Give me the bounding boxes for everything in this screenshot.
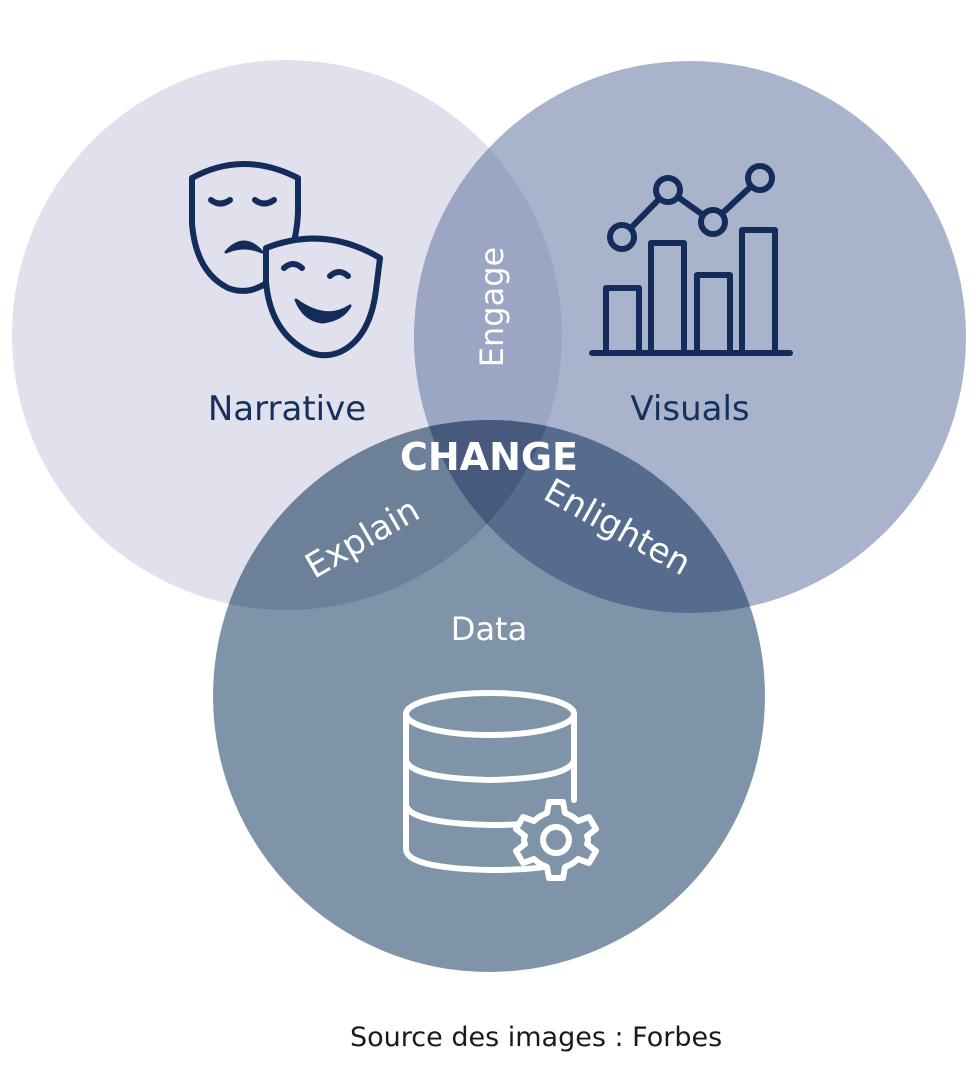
- overlap-narrative-data: [213, 420, 562, 610]
- label-engage: Engage: [473, 247, 511, 367]
- label-data: Data: [451, 610, 527, 648]
- overlap-visuals-data: [414, 420, 765, 613]
- label-visuals: Visuals: [630, 389, 749, 429]
- theater-masks-icon: [189, 161, 383, 359]
- label-narrative: Narrative: [208, 389, 366, 429]
- bar-line-chart-icon: [589, 163, 793, 356]
- image-source-caption: Source des images : Forbes: [350, 1022, 723, 1053]
- label-change: CHANGE: [400, 435, 578, 479]
- database-gear-icon: [403, 690, 599, 881]
